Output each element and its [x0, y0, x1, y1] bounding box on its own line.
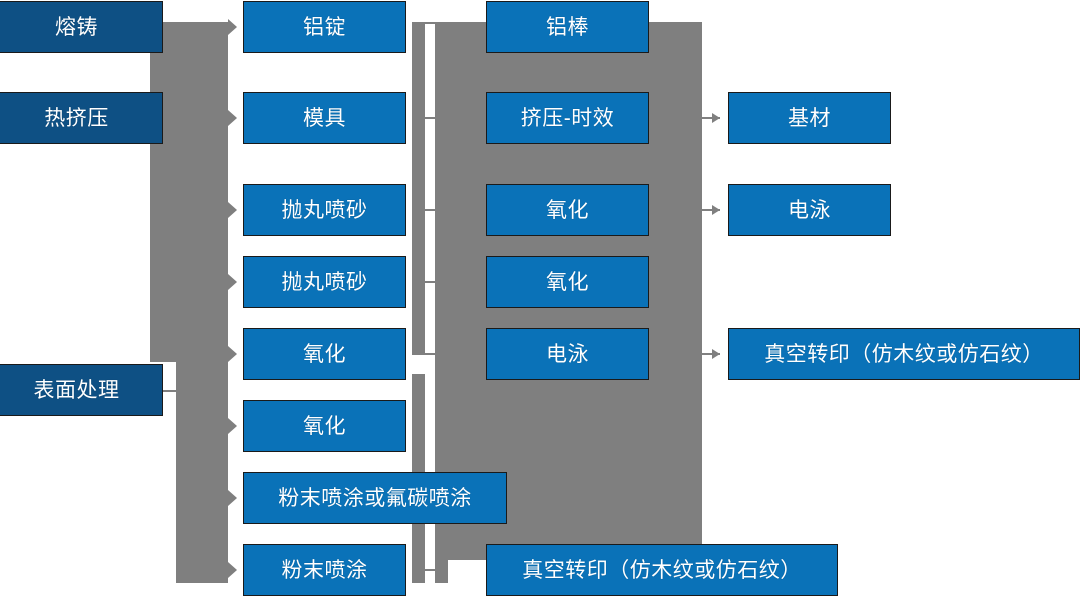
- node-yanghua-2[interactable]: 氧化: [243, 400, 409, 455]
- node-yanghua-3[interactable]: 氧化: [486, 184, 652, 239]
- node-zhenkong-2[interactable]: 真空转印（仿木纹或仿石纹）: [728, 328, 1083, 383]
- connector-tick-5: [423, 353, 437, 355]
- node-zhenkong-1[interactable]: 真空转印（仿木纹或仿石纹）: [486, 544, 841, 596]
- connector-bar-right: [435, 22, 448, 583]
- node-rejiya[interactable]: 热挤压: [0, 92, 166, 147]
- node-biaomian[interactable]: 表面处理: [0, 364, 166, 419]
- connector-bar-left-upper: [412, 22, 425, 355]
- node-dianyong-1[interactable]: 电泳: [486, 328, 652, 383]
- connector-tick-3: [423, 209, 437, 211]
- connector-stub-to-zhenkong: [702, 353, 720, 355]
- connector-stub-to-dianyong: [702, 209, 720, 211]
- connector-arrow-to-yanghua-1: [228, 346, 237, 362]
- node-rongzhu[interactable]: 熔铸: [0, 1, 166, 56]
- connector-arrow-to-jicai: [712, 113, 720, 123]
- connector-arrow-to-dianyong: [712, 205, 720, 215]
- connector-tick-1: [423, 22, 437, 24]
- node-yanghua-4[interactable]: 氧化: [486, 256, 652, 311]
- connector-tick-6: [423, 569, 437, 571]
- connector-arrow-to-paowan-1: [228, 202, 237, 218]
- node-paowan-1[interactable]: 抛丸喷砂: [243, 184, 409, 239]
- node-jicai[interactable]: 基材: [728, 92, 894, 147]
- node-muju[interactable]: 模具: [243, 92, 409, 147]
- connector-tick-2: [423, 117, 437, 119]
- connector-arrow-to-paowan-2: [228, 274, 237, 290]
- node-fenmo[interactable]: 粉末喷涂: [243, 544, 409, 596]
- connector-arrow-to-muju: [228, 110, 237, 126]
- node-dianyong-2[interactable]: 电泳: [728, 184, 894, 239]
- connector-arrow-to-zhenkong: [712, 349, 720, 359]
- node-fenmo-fu[interactable]: 粉末喷涂或氟碳喷涂: [243, 472, 510, 527]
- connector-arrow-to-fenmo: [228, 562, 237, 578]
- node-jiya-shixiao[interactable]: 挤压-时效: [486, 92, 652, 147]
- connector-arrow-to-ludin: [228, 19, 237, 35]
- connector-arrow-to-yanghua-2: [228, 418, 237, 434]
- node-yanghua-1[interactable]: 氧化: [243, 328, 409, 383]
- connector-block-stages-upper: [150, 22, 228, 362]
- connector-tick-4: [423, 281, 437, 283]
- connector-stub-to-jicai: [702, 117, 720, 119]
- node-paowan-2[interactable]: 抛丸喷砂: [243, 256, 409, 311]
- node-lubang[interactable]: 铝棒: [486, 1, 652, 56]
- connector-block-stages-lower: [176, 356, 228, 583]
- node-ludin[interactable]: 铝锭: [243, 1, 409, 56]
- connector-line-biaomian: [163, 390, 179, 392]
- connector-arrow-to-fenmo-fu: [228, 490, 237, 506]
